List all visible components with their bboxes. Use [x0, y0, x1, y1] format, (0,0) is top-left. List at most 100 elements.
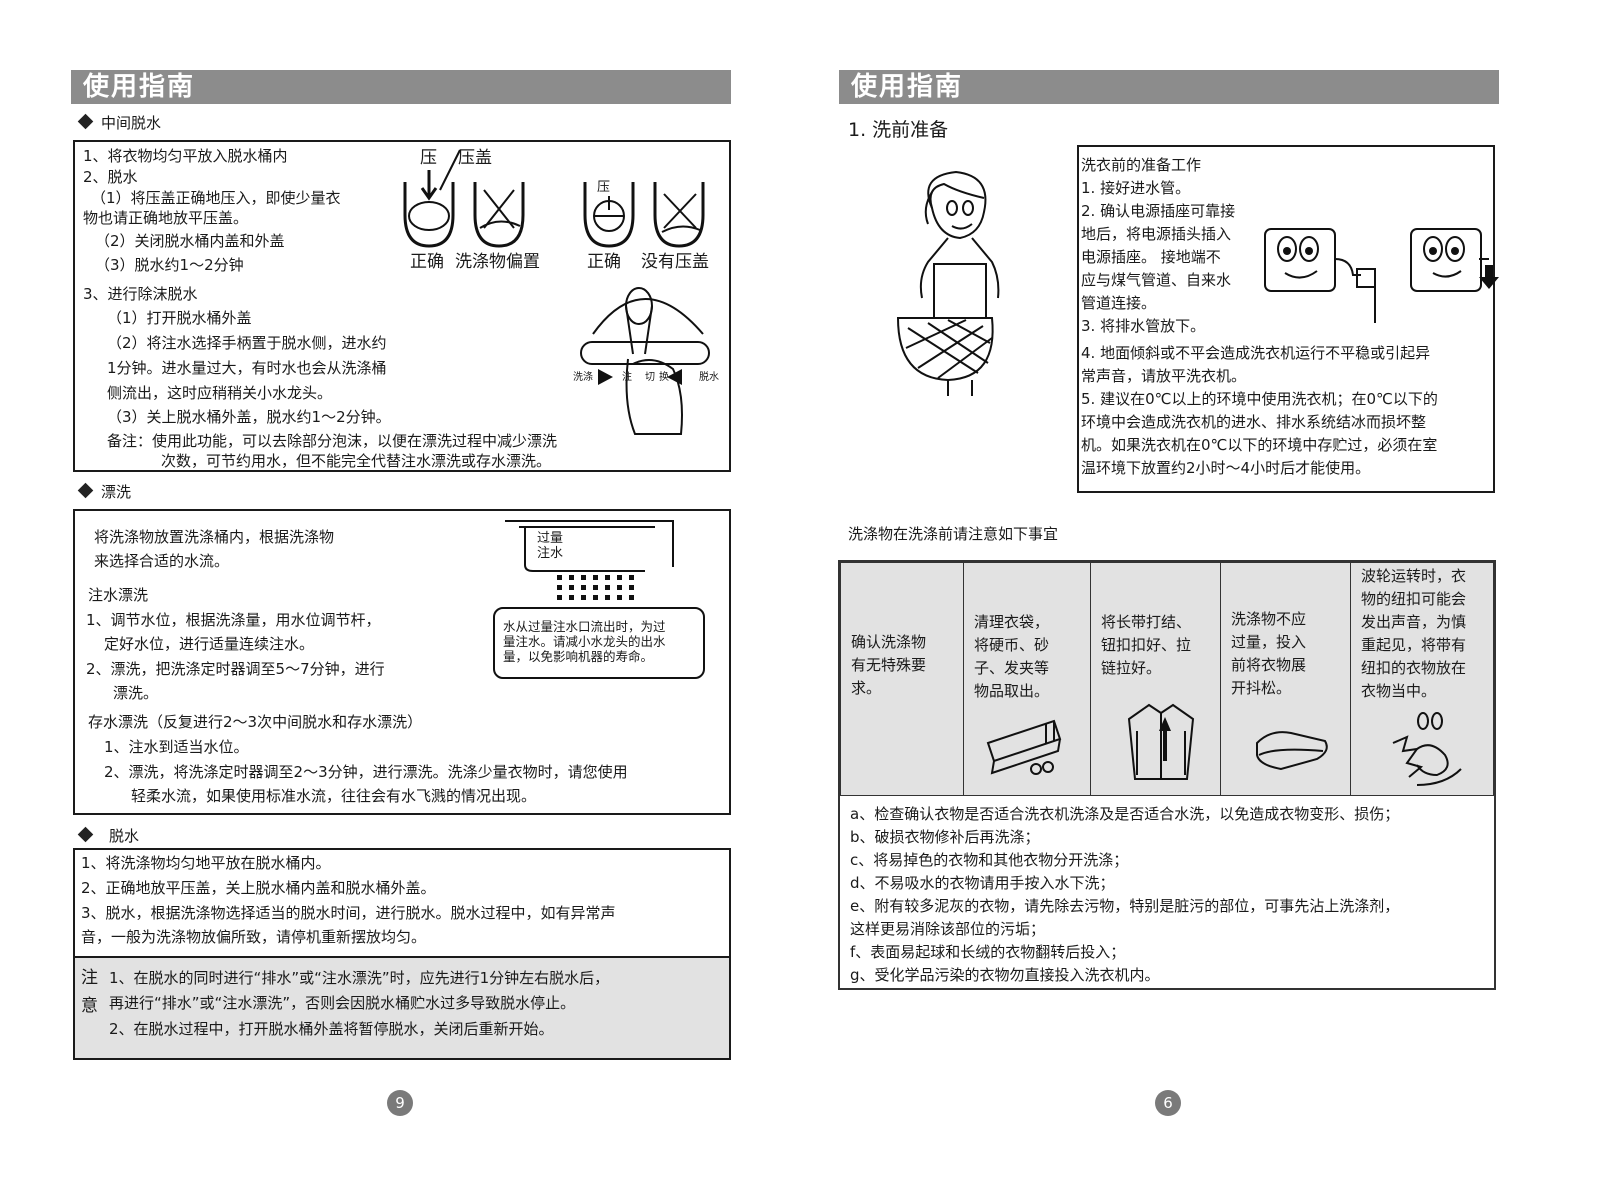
text-line: 1、注水到适当水位。 — [104, 738, 249, 756]
overflow-label: 注水 — [537, 546, 564, 561]
tip-list-item: c、将易掉色的衣物和其他衣物分开洗涤； — [850, 851, 1129, 869]
text-line: 轻柔水流，如果使用标准水流，往往会有水飞溅的情况出现。 — [131, 787, 537, 805]
section-title: 脱水 — [109, 827, 140, 845]
right-header: 使用指南 — [839, 70, 1499, 104]
text-line: （1）将压盖正确地压入，即使少量衣 — [91, 189, 341, 207]
folded-clothes-icon — [1256, 731, 1328, 771]
spin-basket-lid-illustration — [403, 149, 705, 248]
prep-line: 4. 地面倾斜或不平会造成洗衣机运行不平稳或引起异 — [1081, 344, 1431, 362]
tips-row: 确认洗涤物 有无特殊要 求。 清理衣袋， 将硬币、砂 子、发夹等 物品取出。 — [840, 562, 1494, 796]
text-line: 2、脱水 — [83, 168, 138, 186]
washing-machine-setup-illustration — [1264, 228, 1499, 323]
notice-title: 洗涤物在洗涤前请注意如下事宜 — [848, 525, 1059, 543]
section-spin: 脱水 — [74, 825, 139, 847]
page-number: 9 — [387, 1090, 413, 1116]
note-label: 意 — [81, 996, 98, 1016]
lever-label-wash: 洗涤 — [573, 372, 593, 383]
tip-cell-buttons: 波轮运转时，衣 物的纽扣可能会 发出声音，为慎 重起见，将带有 纽扣的衣物放在 … — [1350, 562, 1494, 796]
text-line: 3、进行除沫脱水 — [83, 285, 198, 303]
diamond-bullet-icon — [77, 826, 94, 843]
fig-caption: 正确 — [587, 252, 621, 272]
callout-line: 量注水。请减小水龙头的出水 — [503, 634, 666, 649]
tip-list-item: 这样更易消除该部位的污垢； — [850, 920, 1046, 938]
text-line: 1、将衣物均匀平放入脱水桶内 — [83, 147, 288, 165]
diamond-bullet-icon — [77, 482, 94, 499]
text-line: 2、正确地放平压盖，关上脱水桶内盖和脱水桶外盖。 — [81, 879, 436, 897]
tip-list-item: b、破损衣物修补后再洗涤； — [850, 828, 1040, 846]
text-line: （2）将注水选择手柄置于脱水侧，进水约 — [107, 334, 387, 352]
prep-line: 1. 接好进水管。 — [1081, 179, 1191, 197]
tip-list-item: a、检查确认衣物是否适合洗衣机洗涤及是否适合水洗，以免造成衣物变形、损伤； — [850, 805, 1400, 823]
text-line: 次数，可节约用水，但不能完全代替注水漂洗或存水漂洗。 — [161, 452, 552, 470]
prep-line: 地后，将电源插头插入 — [1081, 225, 1232, 243]
woman-laundry-illustration — [896, 170, 1000, 396]
lever-label-change: 换 — [659, 372, 669, 383]
fig-caption: 没有压盖 — [641, 252, 709, 272]
section-title: 漂洗 — [101, 483, 132, 501]
water-lever-illustration — [580, 287, 710, 435]
section-title: 1. 洗前准备 — [848, 119, 949, 141]
text-line: 2、漂洗，把洗涤定时器调至5～7分钟，进行 — [86, 660, 385, 678]
shirt-icon — [1127, 703, 1195, 780]
text-line: （2）关闭脱水桶内盖和外盖 — [95, 232, 285, 250]
section-title: 中间脱水 — [101, 114, 162, 132]
text-line: 来选择合适的水流。 — [94, 552, 230, 570]
lever-label-spin: 脱水 — [699, 372, 719, 383]
text-line: 物也请正确地放平压盖。 — [83, 209, 249, 227]
text-line: 备注：使用此功能，可以去除部分泡沫，以便在漂洗过程中减少漂洗 — [107, 432, 558, 450]
tip-list-item: d、不易吸水的衣物请用手按入水下洗； — [850, 874, 1115, 892]
text-line: 侧流出，这时应稍稍关小水龙头。 — [107, 384, 333, 402]
left-header: 使用指南 — [71, 70, 731, 104]
button-noise-icon — [1392, 712, 1462, 786]
text-line: 1、调节水位，根据洗涤量，用水位调节杆， — [86, 611, 381, 629]
text-line: 将洗涤物放置洗涤桶内，根据洗涤物 — [94, 528, 335, 546]
prep-line: 机。如果洗衣机在0℃以下的环境中存贮过，必须在室 — [1081, 436, 1438, 454]
tip-list-item: f、表面易起球和长绒的衣物翻转后投入； — [850, 943, 1126, 961]
note-line: 再进行“排水”或“注水漂洗”，否则会因脱水桶贮水过多导致脱水停止。 — [109, 994, 576, 1012]
note-line: 2、在脱水过程中，打开脱水桶外盖将暂停脱水，关闭后重新开始。 — [109, 1020, 554, 1038]
section-rinse: 漂洗 — [74, 481, 131, 503]
text-line: （1）打开脱水桶外盖 — [107, 309, 252, 327]
prep-title: 洗衣前的准备工作 — [1081, 156, 1202, 174]
lever-label-inject: 注 — [622, 372, 632, 383]
prep-box: 洗衣前的准备工作 1. 接好进水管。 2. 确认电源插座可靠接 地后，将电源插头… — [1077, 145, 1499, 493]
text-line: 3、脱水，根据洗涤物选择适当的脱水时间，进行脱水。脱水过程中，如有异常声 — [81, 904, 616, 922]
tip-list-item: e、附有较多泥灰的衣物，请先除去污物，特别是脏污的部位，可事先沾上洗涤剂， — [850, 897, 1400, 915]
subsection-title: 存水漂洗（反复进行2～3次中间脱水和存水漂洗） — [88, 713, 423, 731]
diamond-bullet-icon — [77, 113, 94, 130]
overflow-callout: 水从过量注水口流出时，为过 量注水。请减小水龙头的出水 量，以免影响机器的寿命。 — [493, 607, 705, 679]
text-line: 1、将洗涤物均匀地平放在脱水桶内。 — [81, 854, 331, 872]
fig-caption: 正确 — [410, 252, 444, 272]
note-label: 注 — [81, 968, 98, 988]
page-number: 6 — [1155, 1090, 1181, 1116]
prep-line: 环境中会造成洗衣机的进水、排水系统结冰而损坏整 — [1081, 413, 1427, 431]
callout-line: 量，以免影响机器的寿命。 — [503, 649, 654, 664]
prep-line: 3. 将排水管放下。 — [1081, 317, 1206, 335]
spin-note-panel: 注 意 1、在脱水的同时进行“排水”或“注水漂洗”时，应先进行1分钟左右脱水后，… — [75, 956, 729, 1058]
fig-label-lid: 压盖 — [458, 148, 492, 168]
text-line: （3）脱水约1～2分钟 — [95, 256, 244, 274]
text-line: 漂洗。 — [113, 684, 159, 702]
prep-line: 电源插座。 接地端不 — [1081, 248, 1221, 266]
tip-cell-ties: 将长带打结、 钮扣扣好、拉 链拉好。 — [1090, 562, 1221, 796]
spin-box: 1、将洗涤物均匀地平放在脱水桶内。 2、正确地放平压盖，关上脱水桶内盖和脱水桶外… — [73, 848, 731, 1060]
prep-line: 管道连接。 — [1081, 294, 1157, 312]
text-line: （3）关上脱水桶外盖，脱水约1～2分钟。 — [107, 408, 391, 426]
text-line: 2、漂洗，将洗涤定时器调至2～3分钟，进行漂洗。洗涤少量衣物时，请您使用 — [104, 763, 628, 781]
pocket-items-icon — [986, 719, 1062, 775]
note-line: 1、在脱水的同时进行“排水”或“注水漂洗”时，应先进行1分钟左右脱水后， — [109, 969, 610, 987]
section-spin-mid: 中间脱水 — [74, 112, 161, 134]
tip-cell-special: 确认洗涤物 有无特殊要 求。 — [840, 562, 964, 796]
overflow-tub-illustration — [505, 520, 674, 600]
fig-caption: 洗涤物偏置 — [455, 252, 540, 272]
fig-label-press2: 压 — [597, 180, 611, 195]
fig-label-press: 压 — [420, 148, 437, 168]
text-line: 1分钟。进水量过大，有时水也会从洗涤桶 — [107, 359, 387, 377]
prep-line: 2. 确认电源插座可靠接 — [1081, 202, 1236, 220]
lever-label-switch: 切 — [645, 372, 655, 383]
prep-line: 常声音，请放平洗衣机。 — [1081, 367, 1247, 385]
tip-list-item: g、受化学品污染的衣物勿直接投入洗衣机内。 — [850, 966, 1160, 984]
prep-line: 应与煤气管道、自来水 — [1081, 271, 1232, 289]
tips-panel: 确认洗涤物 有无特殊要 求。 清理衣袋， 将硬币、砂 子、发夹等 物品取出。 — [838, 560, 1496, 990]
spin-mid-box: 1、将衣物均匀平放入脱水桶内 2、脱水 （1）将压盖正确地压入，即使少量衣 物也… — [73, 140, 731, 472]
